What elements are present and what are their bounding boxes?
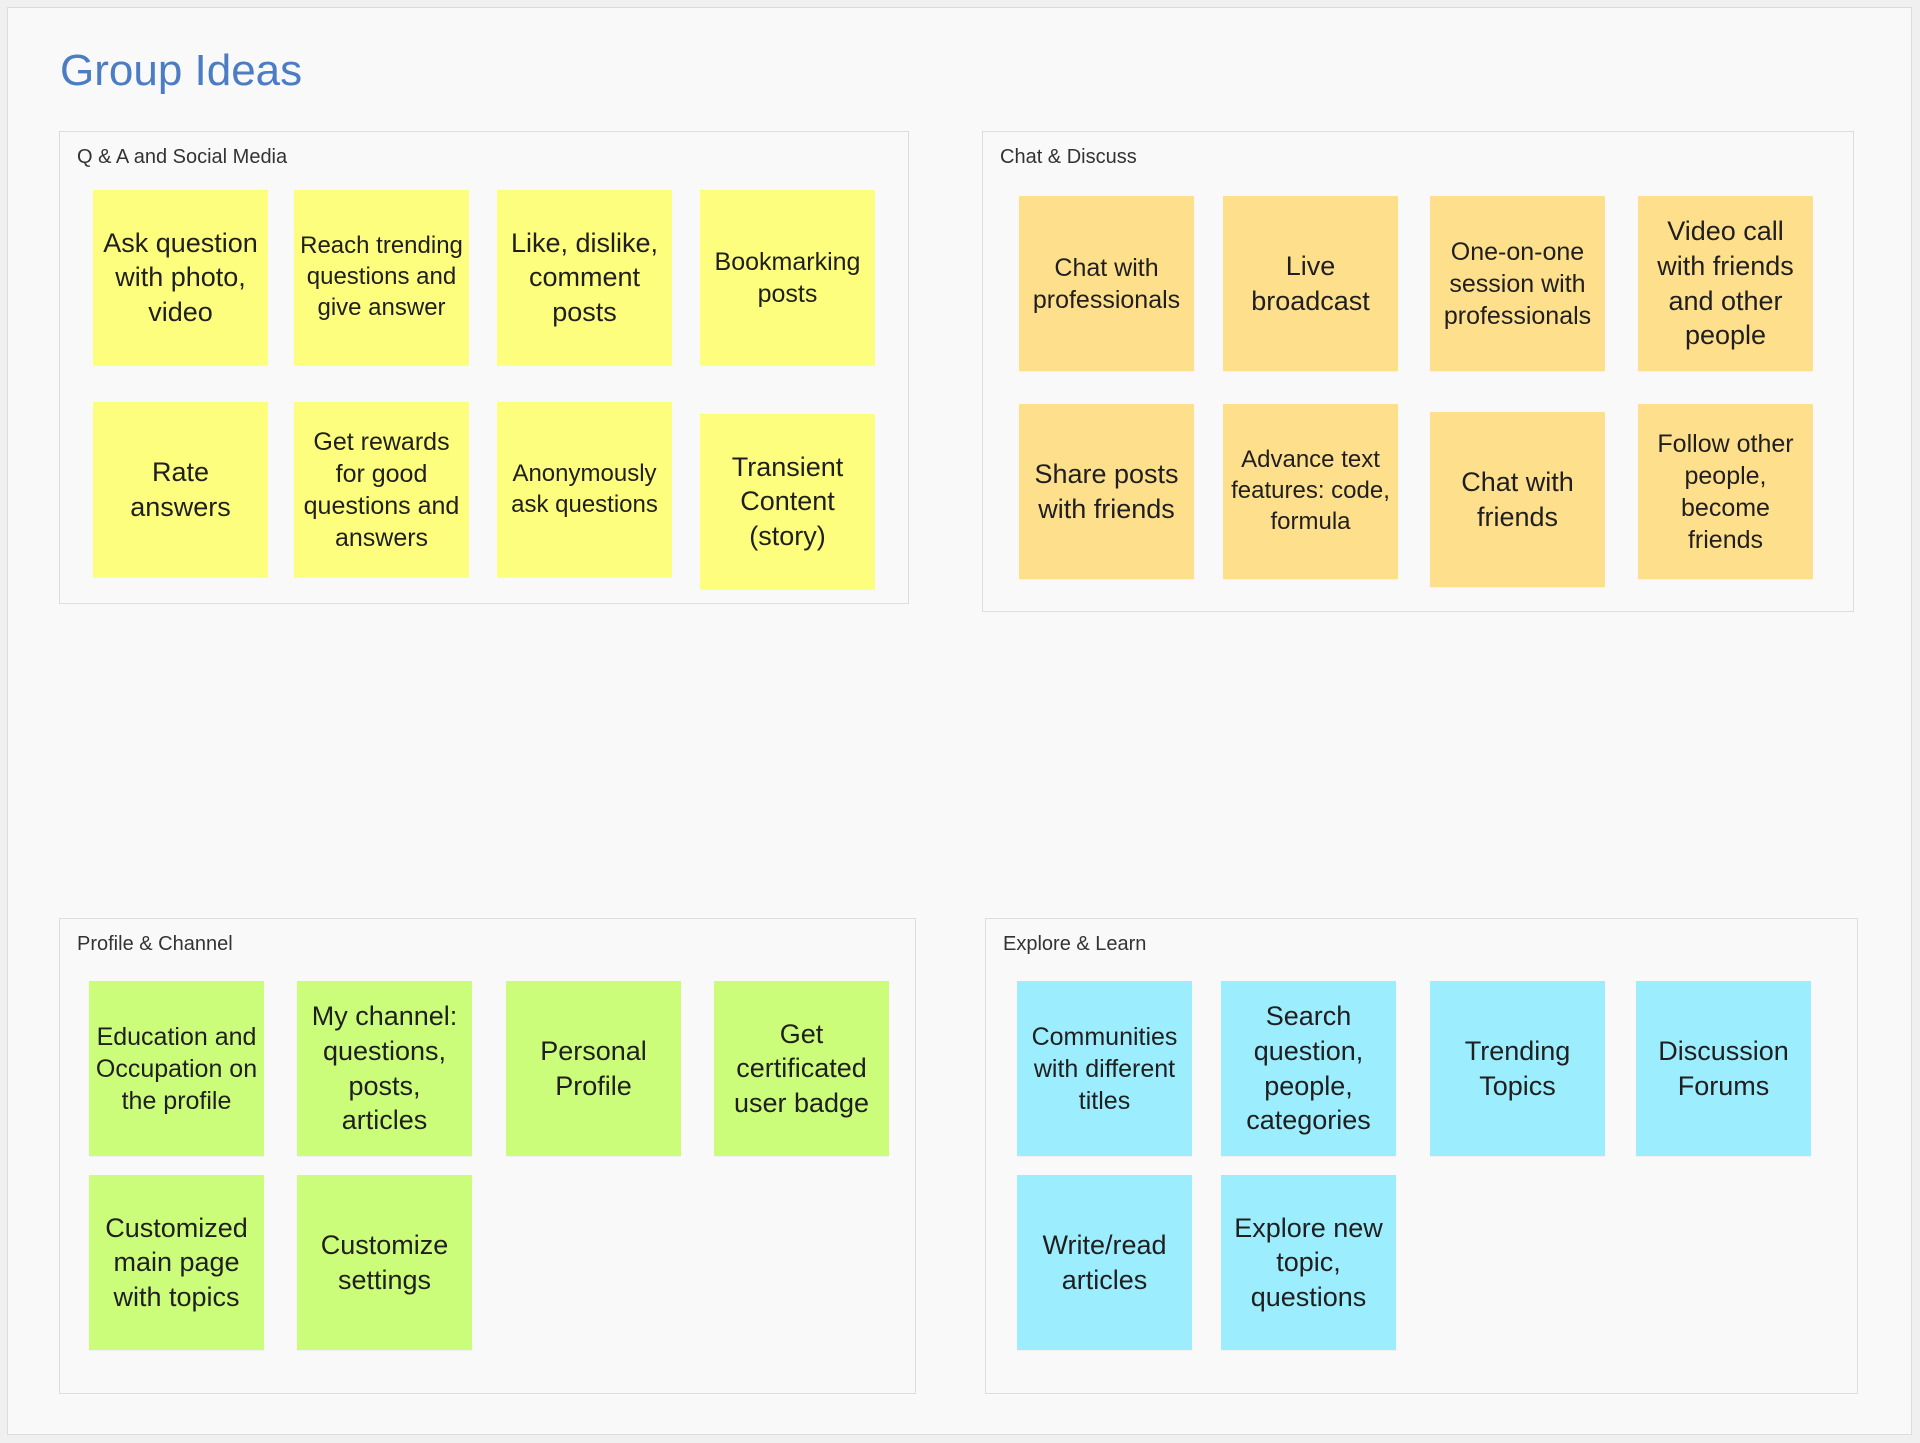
board-title: Group Ideas [60, 46, 303, 95]
whiteboard-canvas[interactable]: Group Ideas Q & A and Social Media Ask q… [7, 7, 1912, 1435]
sticky-note[interactable]: Rate answers [93, 402, 268, 577]
sticky-note[interactable]: Like, dislike, comment posts [497, 190, 672, 365]
sticky-note[interactable]: Follow other people, become friends [1638, 404, 1813, 579]
group-label: Explore & Learn [1003, 933, 1147, 955]
sticky-note[interactable]: My channel: questions, posts, articles [297, 981, 472, 1156]
group-label: Chat & Discuss [1000, 146, 1137, 168]
group-label: Profile & Channel [77, 933, 233, 955]
sticky-note[interactable]: Reach trending questions and give answer [294, 190, 469, 365]
sticky-note[interactable]: Write/read articles [1017, 1175, 1192, 1350]
group-chat-discuss[interactable]: Chat & Discuss Chat with professionals L… [982, 131, 1854, 612]
sticky-note[interactable]: Get certificated user badge [714, 981, 889, 1156]
sticky-note[interactable]: Transient Content (story) [700, 414, 875, 589]
sticky-note[interactable]: One-on-one session with professionals [1430, 196, 1605, 371]
sticky-note[interactable]: Share posts with friends [1019, 404, 1194, 579]
sticky-note[interactable]: Advance text features: code, formula [1223, 404, 1398, 579]
sticky-note[interactable]: Ask question with photo, video [93, 190, 268, 365]
sticky-note[interactable]: Customized main page with topics [89, 1175, 264, 1350]
sticky-note[interactable]: Anonymously ask questions [497, 402, 672, 577]
sticky-note[interactable]: Chat with friends [1430, 412, 1605, 587]
sticky-note[interactable]: Video call with friends and other people [1638, 196, 1813, 371]
group-label: Q & A and Social Media [77, 146, 288, 168]
group-explore-learn[interactable]: Explore & Learn Communities with differe… [985, 918, 1858, 1394]
sticky-note[interactable]: Bookmarking posts [700, 190, 875, 365]
sticky-note[interactable]: Chat with professionals [1019, 196, 1194, 371]
sticky-note[interactable]: Explore new topic, questions [1221, 1175, 1396, 1350]
sticky-note[interactable]: Personal Profile [506, 981, 681, 1156]
sticky-note[interactable]: Education and Occupation on the profile [89, 981, 264, 1156]
sticky-note[interactable]: Customize settings [297, 1175, 472, 1350]
sticky-note[interactable]: Live broadcast [1223, 196, 1398, 371]
group-qa-social-media[interactable]: Q & A and Social Media Ask question with… [59, 131, 909, 604]
sticky-note[interactable]: Get rewards for good questions and answe… [294, 402, 469, 577]
sticky-note[interactable]: Search question, people, categories [1221, 981, 1396, 1156]
sticky-note[interactable]: Discussion Forums [1636, 981, 1811, 1156]
group-profile-channel[interactable]: Profile & Channel Education and Occupati… [59, 918, 916, 1394]
sticky-note[interactable]: Trending Topics [1430, 981, 1605, 1156]
sticky-note[interactable]: Communities with different titles [1017, 981, 1192, 1156]
